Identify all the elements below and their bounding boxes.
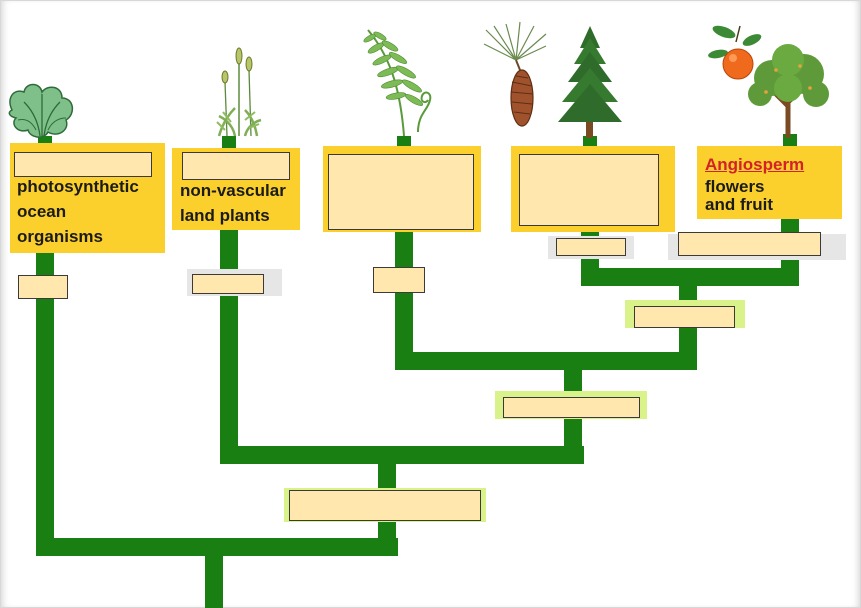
root-trunk (205, 545, 223, 608)
fern-stub (397, 136, 411, 148)
conifer-icon (558, 26, 622, 138)
land-trait-blank[interactable] (289, 490, 481, 521)
algae-icon (8, 83, 74, 138)
gymnosperm-trait-blank[interactable] (556, 238, 626, 256)
algae-branch (36, 250, 54, 556)
fern-branch (395, 228, 413, 370)
seed-plants-crossbar (581, 268, 799, 286)
fern-name-blank[interactable] (328, 154, 474, 230)
algae-description: photosynthetic ocean organisms (17, 177, 139, 246)
gymnosperm-stub (583, 136, 597, 148)
orange-tree-icon (748, 44, 829, 138)
angiosperm-description: flowers and fruit (705, 177, 773, 214)
orange-fruit-icon (708, 25, 762, 80)
pine-cone-icon (483, 21, 547, 127)
moss-icon (216, 47, 262, 137)
vascular-crossbar (395, 352, 697, 370)
moss-description: non-vascular land plants (180, 181, 286, 225)
algae-name-blank[interactable] (14, 152, 152, 177)
moss-stub (222, 136, 236, 148)
angiosperm-heading: Angiosperm (705, 155, 805, 174)
fern-icon (363, 29, 432, 137)
angiosperm-trait-blank[interactable] (678, 232, 821, 256)
seed-trait-blank[interactable] (634, 306, 735, 328)
vascular-trait-blank[interactable] (503, 397, 640, 418)
algae-stub (38, 136, 52, 146)
algae-trait-blank[interactable] (18, 275, 68, 299)
land-plants-crossbar (220, 446, 584, 464)
moss-name-blank[interactable] (182, 152, 290, 180)
bottom-crossbar (36, 538, 398, 556)
gymnosperm-name-blank[interactable] (519, 154, 659, 226)
moss-trait-blank[interactable] (192, 274, 264, 294)
moss-branch (220, 228, 238, 464)
fern-trait-blank[interactable] (373, 267, 425, 293)
angiosperm-card (697, 146, 842, 219)
